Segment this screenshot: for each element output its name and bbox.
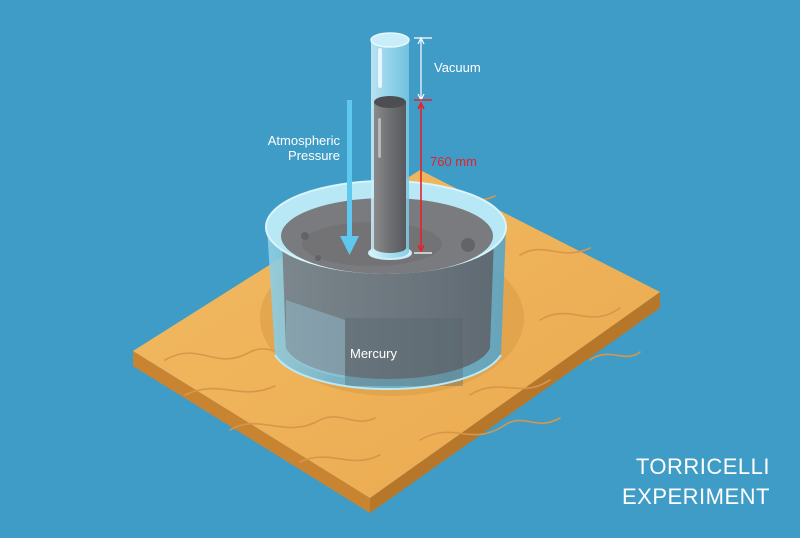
vacuum-dimension-marker bbox=[414, 36, 432, 102]
atmospheric-pressure-arrow bbox=[340, 100, 359, 255]
mercury-column-top bbox=[374, 96, 406, 108]
column-height-marker bbox=[414, 99, 432, 253]
atmospheric-pressure-label: Atmospheric Pressure bbox=[228, 133, 340, 163]
diagram-title-line1: TORRICELLI bbox=[635, 454, 770, 479]
board-side-edge bbox=[370, 292, 660, 513]
atmospheric-pressure-label-line2: Pressure bbox=[287, 148, 340, 163]
mercury-column bbox=[374, 102, 406, 253]
beaker bbox=[265, 180, 507, 391]
vacuum-label: Vacuum bbox=[434, 60, 481, 75]
column-height-label: 760 mm bbox=[430, 154, 477, 169]
tube-top bbox=[370, 32, 410, 48]
diagram-title-line2: EXPERIMENT bbox=[621, 484, 770, 509]
mercury-label: Mercury bbox=[350, 346, 397, 361]
diagram-title: TORRICELLI EXPERIMENT bbox=[622, 452, 770, 512]
glass-tube bbox=[368, 32, 412, 260]
atmospheric-pressure-label-line1: Atmospheric bbox=[267, 133, 340, 148]
